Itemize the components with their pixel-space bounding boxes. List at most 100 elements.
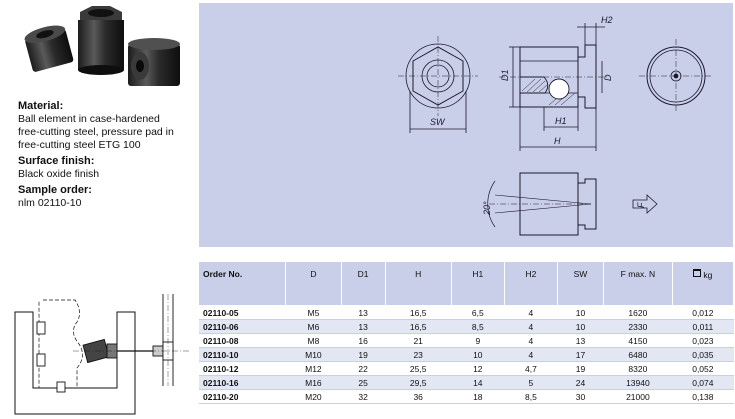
cell-d: M12 (285, 361, 342, 376)
cell-h: 23 (385, 347, 452, 362)
application-diagram (14, 294, 189, 415)
cell-kg: 0,011 (672, 319, 734, 334)
label-h: H (554, 136, 561, 146)
header-fmax: F max. N (603, 262, 673, 306)
cell-fmax: 13940 (603, 375, 673, 390)
cell-order-no: 02110-20 (199, 389, 286, 404)
technical-drawing-panel: SW D1 D H2 H1 H 20° F (199, 3, 733, 247)
header-d: D (285, 262, 342, 306)
cell-sw: 19 (557, 361, 604, 376)
cell-h1: 12 (451, 361, 505, 376)
cell-d: M20 (285, 389, 342, 404)
label-sw: SW (430, 117, 446, 127)
cell-h: 16,5 (385, 319, 452, 334)
cell-sw: 10 (557, 305, 604, 320)
label-h1: H1 (555, 116, 567, 126)
cell-d1: 25 (341, 375, 386, 390)
cell-kg: 0,035 (672, 347, 734, 362)
cell-h: 29,5 (385, 375, 452, 390)
label-d: D (603, 74, 613, 81)
cell-kg: 0,052 (672, 361, 734, 376)
surface-heading: Surface finish: (18, 155, 95, 167)
cell-fmax: 4150 (603, 333, 673, 348)
force-arrow-icon (632, 194, 658, 214)
cell-h2: 4,7 (504, 361, 558, 376)
cell-order-no: 02110-08 (199, 333, 286, 348)
header-h: H (385, 262, 452, 306)
cell-h1: 6,5 (451, 305, 505, 320)
product-info: Material: Ball element in case-hardened … (18, 100, 198, 210)
cell-h2: 4 (504, 305, 558, 320)
cell-kg: 0,012 (672, 305, 734, 320)
cell-sw: 10 (557, 319, 604, 334)
material-line-2: free-cutting steel, pressure pad in (18, 126, 174, 138)
cell-order-no: 02110-06 (199, 319, 286, 334)
cell-h2: 5 (504, 375, 558, 390)
cell-d1: 13 (341, 319, 386, 334)
cell-d1: 22 (341, 361, 386, 376)
cell-d1: 16 (341, 333, 386, 348)
cell-h1: 8,5 (451, 319, 505, 334)
cell-h: 36 (385, 389, 452, 404)
cell-order-no: 02110-16 (199, 375, 286, 390)
header-sw: SW (557, 262, 605, 306)
cell-sw: 30 (557, 389, 604, 404)
cell-fmax: 6480 (603, 347, 673, 362)
label-angle: 20° (482, 201, 492, 216)
cell-d: M8 (285, 333, 342, 348)
cell-order-no: 02110-10 (199, 347, 286, 362)
cell-kg: 0,138 (672, 389, 734, 404)
cell-d: M6 (285, 319, 342, 334)
cell-h2: 8,5 (504, 389, 558, 404)
cell-fmax: 2330 (603, 319, 673, 334)
cell-h1: 18 (451, 389, 505, 404)
cell-d1: 13 (341, 305, 386, 320)
cell-d: M5 (285, 305, 342, 320)
front-view-outer-circle (405, 43, 471, 109)
header-h2: H2 (504, 262, 558, 306)
label-d1: D1 (500, 69, 510, 81)
cell-h: 16,5 (385, 305, 452, 320)
cell-d: M10 (285, 347, 342, 362)
cell-order-no: 02110-12 (199, 361, 286, 376)
cell-h1: 10 (451, 347, 505, 362)
table-header-row: Order No. D D1 H H1 H2 SW F max. N kg (199, 262, 735, 306)
cell-h: 25,5 (385, 361, 452, 376)
specification-table: Order No. D D1 H H1 H2 SW F max. N kg 02… (199, 262, 735, 404)
cell-kg: 0,023 (672, 333, 734, 348)
cell-sw: 13 (557, 333, 604, 348)
cell-kg: 0,074 (672, 375, 734, 390)
cell-order-no: 02110-05 (199, 305, 286, 320)
cell-h1: 9 (451, 333, 505, 348)
cell-fmax: 21000 (603, 389, 673, 404)
sample-line-1: nlm 02110-10 (18, 197, 82, 209)
label-h2: H2 (601, 15, 613, 25)
header-kg: kg (672, 262, 735, 306)
cell-h2: 4 (504, 347, 558, 362)
label-force: F (636, 202, 646, 208)
header-h1: H1 (451, 262, 505, 306)
material-line-3: free-cutting steel ETG 100 (18, 139, 141, 151)
weight-icon (693, 269, 702, 277)
cell-h2: 4 (504, 333, 558, 348)
header-d1: D1 (341, 262, 386, 306)
cell-d1: 32 (341, 389, 386, 404)
cell-h2: 4 (504, 319, 558, 334)
surface-line-1: Black oxide finish (18, 168, 100, 180)
cell-d: M16 (285, 375, 342, 390)
cell-fmax: 8320 (603, 361, 673, 376)
cell-sw: 17 (557, 347, 604, 362)
product-photo (24, 6, 180, 86)
cell-d1: 19 (341, 347, 386, 362)
sample-heading: Sample order: (18, 184, 92, 196)
material-line-1: Ball element in case-hardened (18, 113, 160, 125)
technical-drawing: SW D1 D H2 H1 H 20° F (398, 15, 713, 236)
